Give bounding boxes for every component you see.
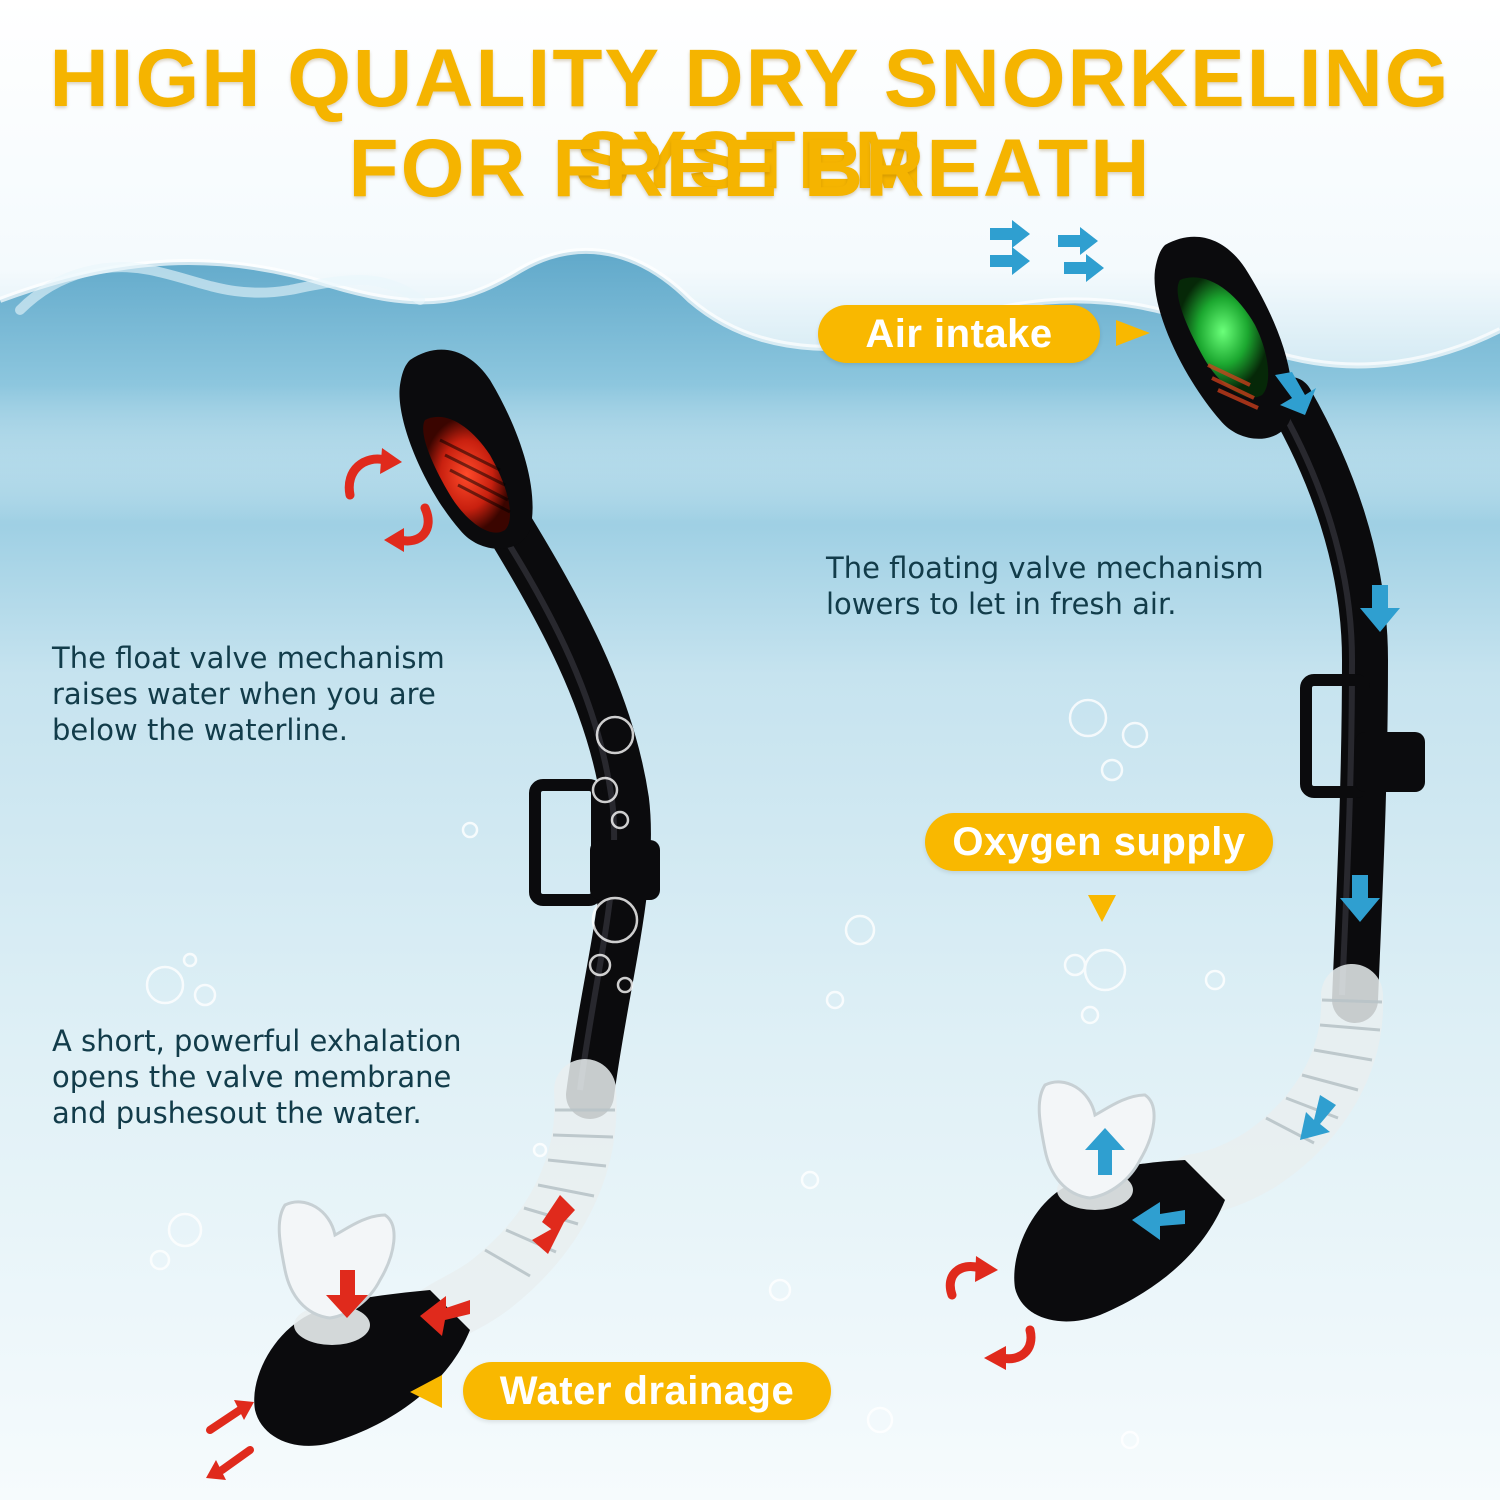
left-rotate-icon (344, 448, 433, 552)
water-drainage-pointer-icon (410, 1375, 442, 1408)
exhalation-description: A short, powerful exhalation opens the v… (52, 1024, 462, 1130)
oxygen-supply-pointer-icon (1088, 895, 1116, 922)
right-bubble-icons (825, 698, 1226, 1450)
left-flow-arrow-icons (326, 1195, 575, 1336)
left-mouthpiece (277, 1200, 396, 1320)
float-valve-description: The float valve mechanism raises water w… (52, 641, 445, 747)
right-flow-arrow-icons (1085, 372, 1400, 1240)
left-snorkel-tube (481, 496, 651, 1119)
air-flow-arrow-icons (990, 220, 1104, 282)
right-rotate-icon (945, 1256, 1036, 1370)
headline-line-2: FOR FREE BREATH (348, 123, 1152, 214)
air-intake-label: Air intake (818, 305, 1100, 363)
left-valve-red-light (423, 416, 510, 533)
water-splash (15, 262, 425, 315)
right-flex-hose (1164, 964, 1384, 1216)
left-drain-rotate-icon (206, 1400, 254, 1480)
headline-line-1: HIGH QUALITY DRY SNORKELING SYSTEM (49, 33, 1451, 206)
left-flex-hose (409, 1059, 617, 1346)
water-drainage-label: Water drainage (463, 1362, 831, 1420)
air-intake-pointer-icon (1116, 320, 1150, 346)
right-snorkel (1014, 236, 1425, 1322)
left-bubble-icons (145, 715, 820, 1302)
oxygen-supply-label: Oxygen supply (925, 813, 1273, 871)
right-valve-green-light (1177, 277, 1269, 398)
water-surface-wave (0, 250, 1500, 520)
floating-valve-description: The floating valve mechanism lowers to l… (826, 551, 1264, 621)
